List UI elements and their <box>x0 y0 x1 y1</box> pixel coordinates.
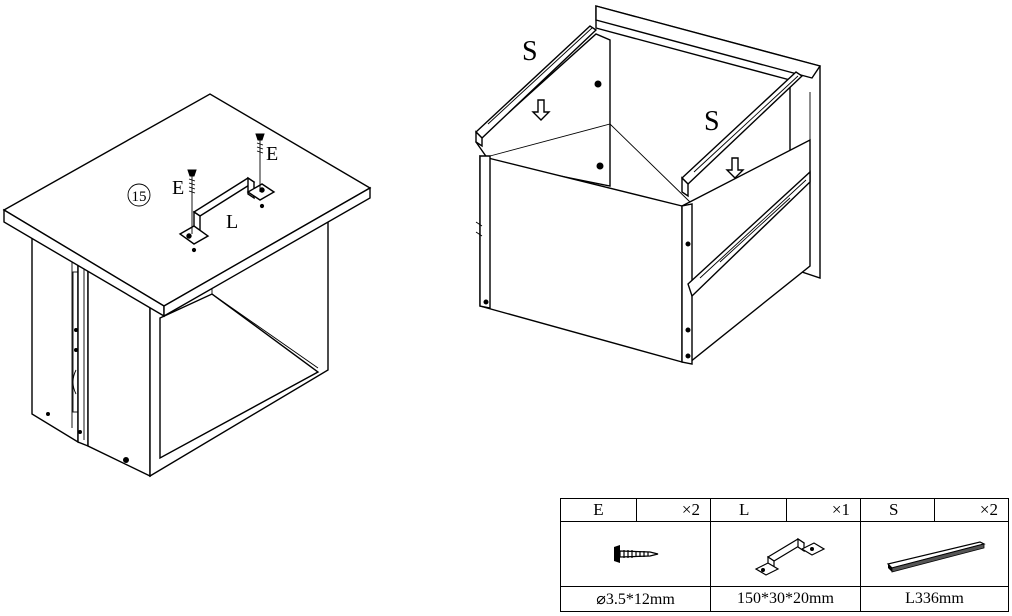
slide-rail-icon <box>886 541 986 573</box>
label-s-left: S <box>522 36 538 67</box>
part-code-l: L <box>710 498 787 522</box>
label-e-right: E <box>266 143 278 165</box>
part-image-e <box>560 521 711 587</box>
side-panel-edge <box>77 260 89 448</box>
screw-e-right <box>255 133 265 209</box>
part-code-e: E <box>560 498 637 522</box>
screw-icon <box>613 545 658 563</box>
step-number: 15 <box>132 189 147 205</box>
parts-image-row <box>560 521 1009 587</box>
screw-e-left <box>187 169 197 253</box>
left-cabinet-drawing: 15 E E L <box>2 93 372 478</box>
step-number-badge: 15 <box>127 183 151 207</box>
parts-header-row: E ×2 L ×1 S ×2 <box>560 498 1009 522</box>
label-l: L <box>226 211 238 233</box>
handle-icon <box>754 537 825 576</box>
label-s-right: S <box>704 106 720 137</box>
part-spec-s: L336mm <box>860 586 1009 612</box>
part-qty-l: ×1 <box>786 498 861 522</box>
part-qty-s: ×2 <box>934 498 1009 522</box>
parts-table: E ×2 L ×1 S ×2 <box>560 498 1009 612</box>
part-image-s <box>860 521 1009 587</box>
right-drawer-drawing: S S <box>474 5 822 365</box>
slide-s-right <box>680 71 804 198</box>
parts-spec-row: ⌀3.5*12mm 150*30*20mm L336mm <box>560 586 1009 612</box>
label-e-left: E <box>172 177 184 199</box>
part-spec-l: 150*30*20mm <box>710 586 861 612</box>
part-spec-e: ⌀3.5*12mm <box>560 586 711 612</box>
drawer-right-side <box>681 138 811 363</box>
part-image-l <box>710 521 861 587</box>
part-qty-e: ×2 <box>636 498 711 522</box>
part-code-s: S <box>860 498 935 522</box>
slide-s-left <box>474 25 598 148</box>
left-side-panel <box>31 230 79 444</box>
mounted-drawer-slide <box>687 170 811 298</box>
drawer-front <box>479 155 683 363</box>
handle-part-drawing <box>178 176 276 245</box>
